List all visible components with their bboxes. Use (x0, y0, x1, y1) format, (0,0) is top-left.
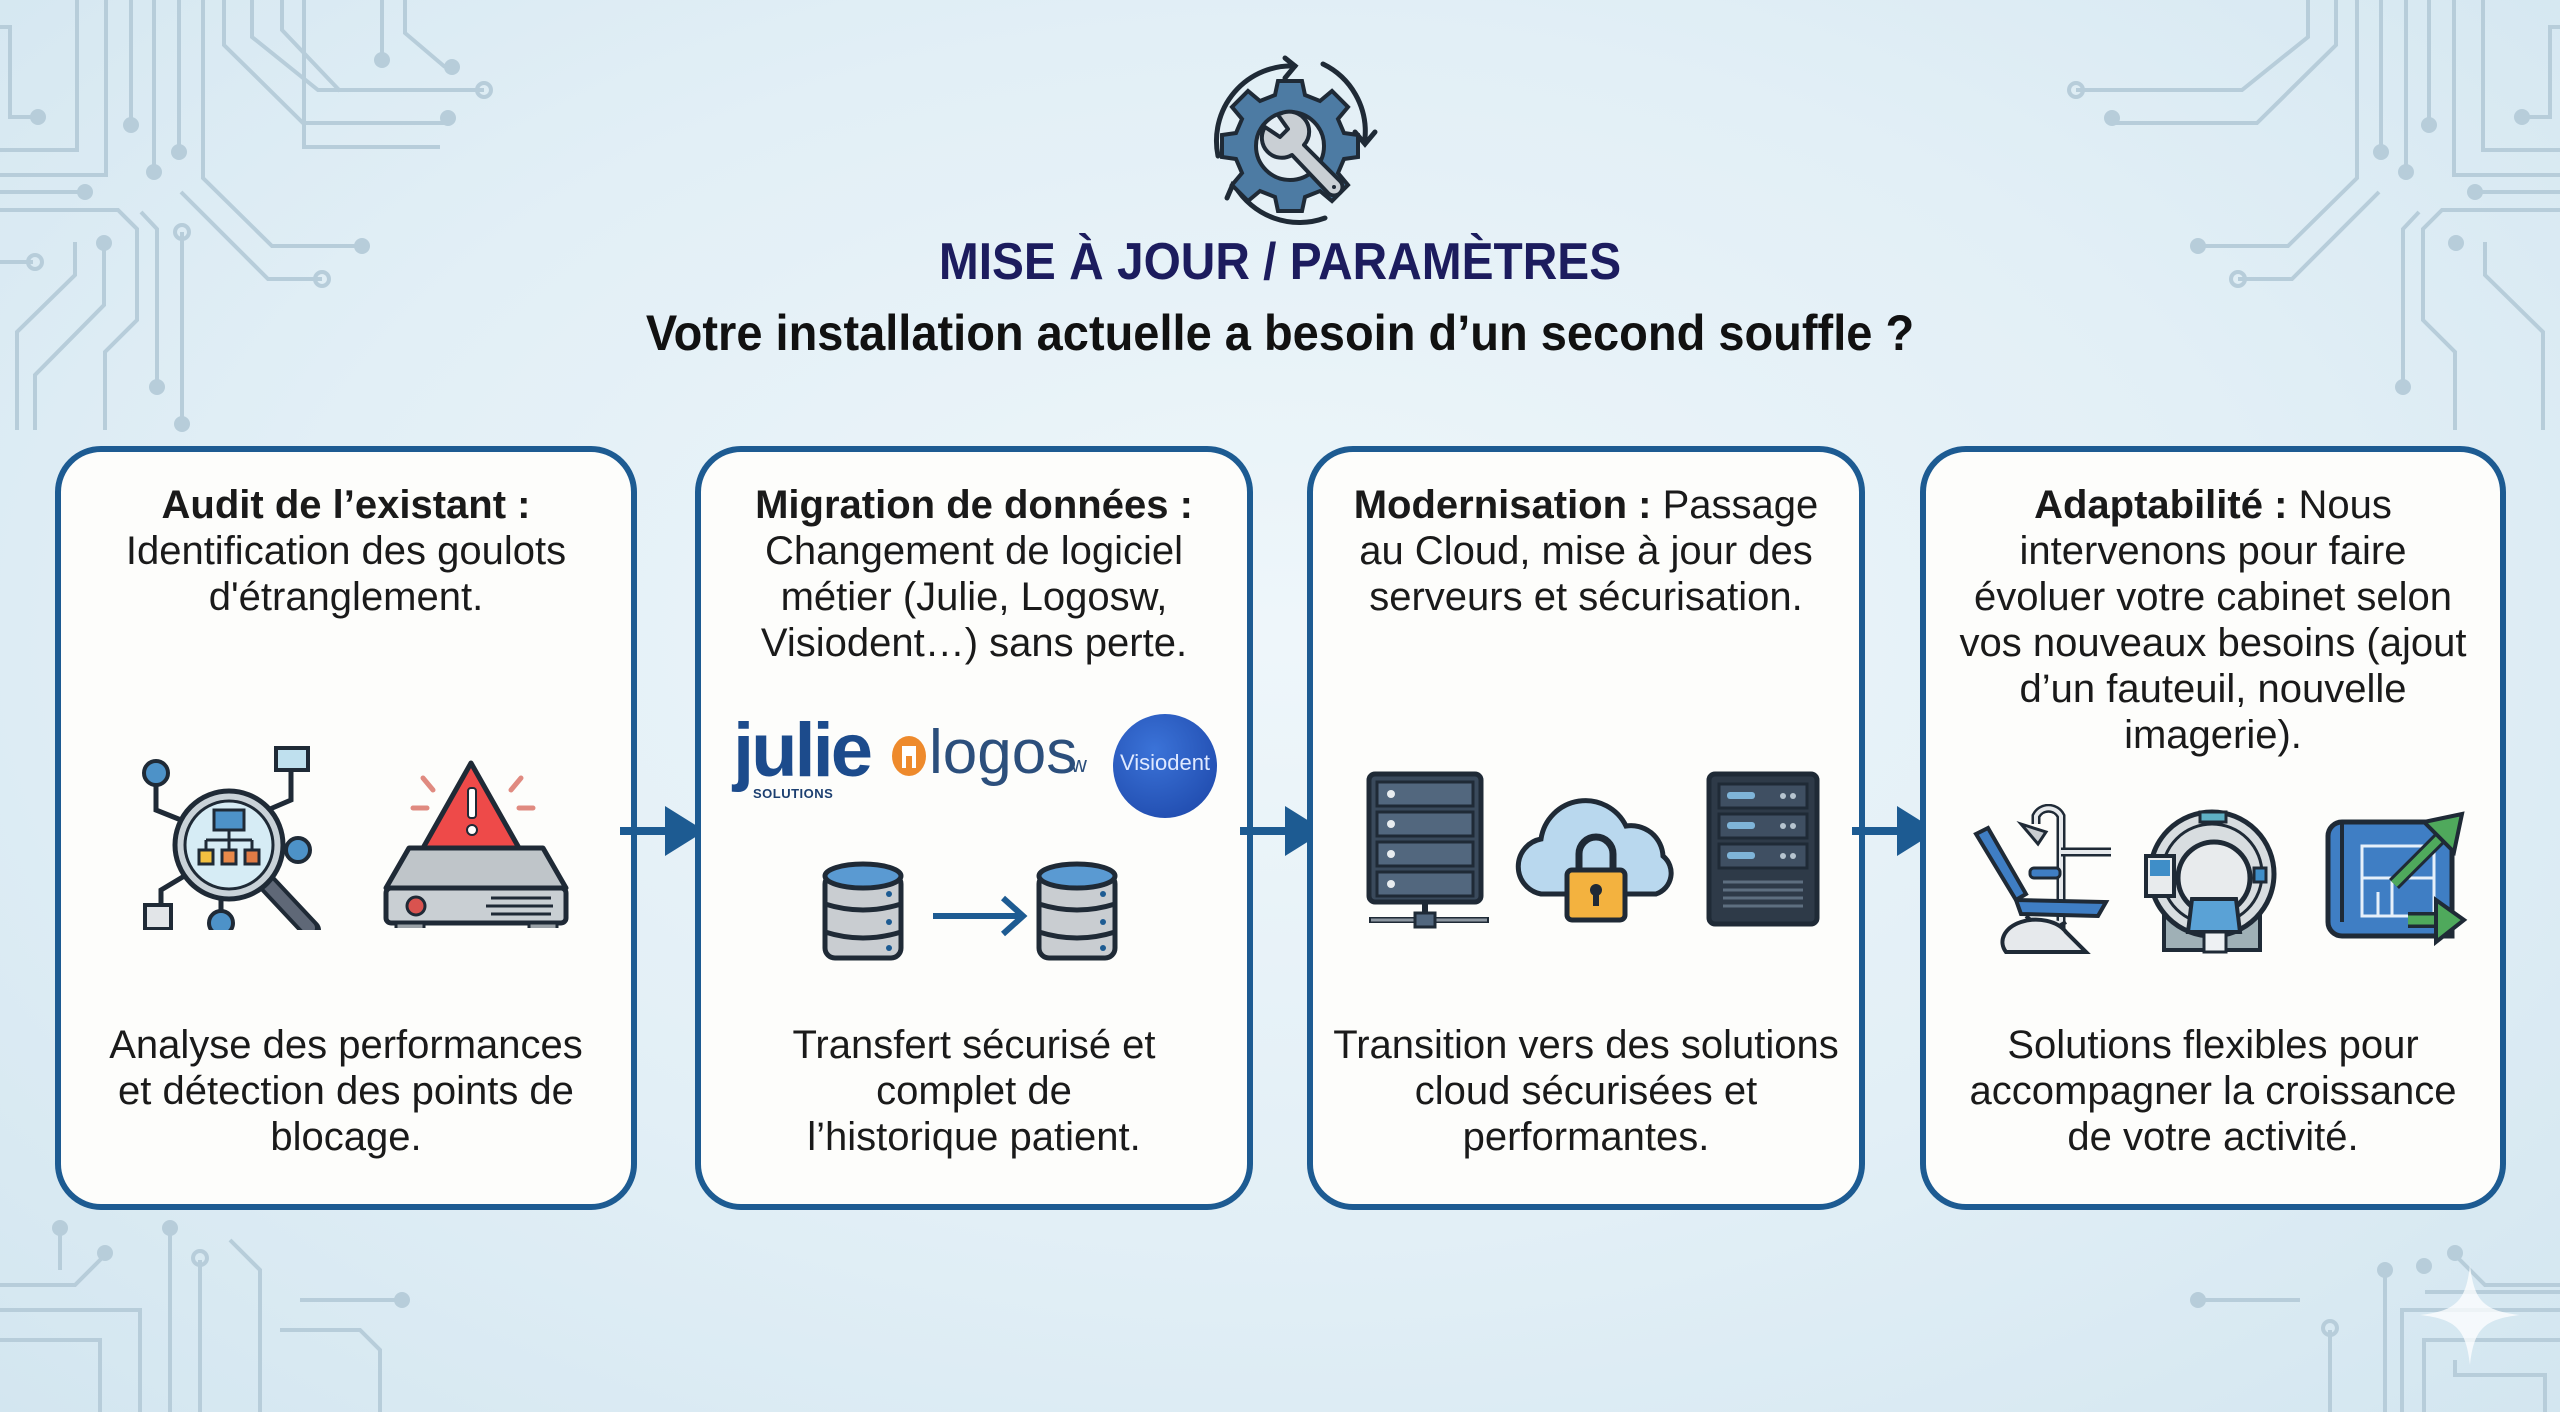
connector-arrow-3 (1852, 806, 1937, 856)
database-transfer-icons (822, 861, 1118, 961)
visiodent-logo: Visiodent (1113, 714, 1217, 818)
card-footer: Transition vers des solutions cloud sécu… (1333, 1023, 1839, 1159)
server-tower-icon (1706, 771, 1820, 927)
magnifier-network-icon (142, 746, 321, 930)
card-heading: Audit de l’existant : (161, 483, 531, 527)
database-icon (822, 861, 904, 961)
logos-tooth-icon (892, 736, 926, 776)
card-modernisation-text: Modernisation : Passage au Cloud, mise à… (1313, 482, 1859, 620)
card-adaptabilite-text: Adaptabilité : Nous intervenons pour fai… (1926, 482, 2500, 758)
router-warning-icon (383, 760, 569, 928)
card-audit-text: Audit de l’existant : Identification des… (61, 482, 631, 620)
card-migration: Migration de données : Changement de log… (695, 446, 1253, 1210)
page-title: MISE À JOUR / PARAMÈTRES (938, 233, 1622, 291)
card-description-wrap: Adaptabilité : Nous intervenons pour fai… (1953, 482, 2473, 758)
julie-logo: julie (733, 708, 873, 793)
circuit-top-left (0, 0, 493, 432)
logos-logo: logos (929, 718, 1078, 787)
arrow-right-icon (933, 895, 1028, 937)
card-description: Nous intervenons pour faire évoluer votr… (1959, 483, 2467, 757)
connector-arrow-2 (1240, 806, 1325, 856)
card-migration-text: Migration de données : Changement de log… (701, 482, 1247, 666)
logos-logo-sub: w (1071, 752, 1087, 777)
card-heading: Modernisation : (1353, 483, 1652, 527)
blueprint-growth-icon (2325, 811, 2468, 947)
card-description: Changement de logiciel métier (Julie, Lo… (760, 529, 1188, 665)
circuit-bottom-left (0, 1220, 410, 1412)
card-description-wrap: Modernisation : Passage au Cloud, mise à… (1346, 482, 1826, 620)
card-description: Identification des goulots d'étranglemen… (125, 529, 567, 619)
server-rack-icon (1366, 771, 1489, 929)
dental-chair-icon (1973, 804, 2111, 954)
julie-logo-sub: SOLUTIONS (753, 786, 834, 801)
card-footer: Solutions flexibles pour accompagner la … (1969, 1023, 2457, 1159)
cloud-lock-icon (1515, 798, 1674, 923)
card-adaptabilite: Adaptabilité : Nous intervenons pour fai… (1920, 446, 2506, 1210)
card-heading: Migration de données : (755, 483, 1193, 527)
database-icon (1036, 861, 1118, 961)
card-footer: Analyse des performances et détection de… (109, 1023, 583, 1159)
page-subtitle: Votre installation actuelle a besoin d’u… (645, 305, 1915, 361)
circuit-top-right (2067, 0, 2560, 430)
card-audit: Audit de l’existant : Identification des… (55, 446, 637, 1210)
sparkle-icon (2420, 1265, 2520, 1365)
connector-arrow-1 (620, 806, 705, 856)
visiodent-logo-text: Visiodent (1119, 750, 1211, 775)
card-modernisation: Modernisation : Passage au Cloud, mise à… (1307, 446, 1865, 1210)
circuit-bottom-right (2190, 1245, 2560, 1412)
card-heading: Adaptabilité : (2034, 483, 2288, 527)
card-description: Passage au Cloud, mise à jour des serveu… (1359, 483, 1819, 619)
gear-wrench-refresh-icon (1213, 55, 1378, 225)
card-footer: Transfert sécurisé et complet de l’histo… (792, 1023, 1156, 1159)
mri-scanner-icon (2144, 809, 2277, 954)
